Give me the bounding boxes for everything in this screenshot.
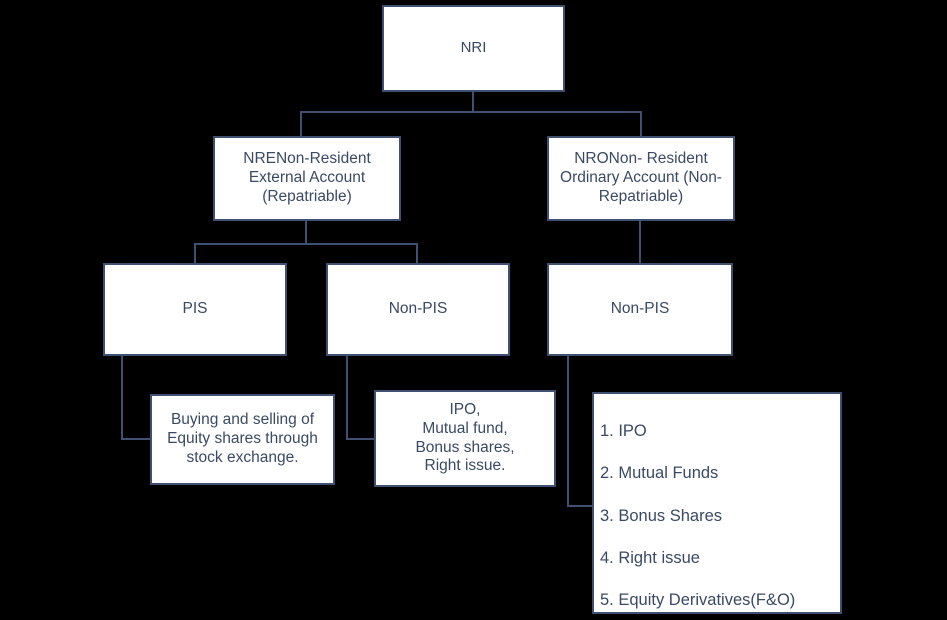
connector-level2-bus: [300, 111, 642, 113]
list-item: 1. IPO: [600, 422, 647, 441]
node-nro-non-pis-label: Non-PIS: [610, 300, 670, 318]
node-nri[interactable]: NRI: [382, 5, 565, 92]
connector-level3-bus: [194, 243, 418, 245]
connector-nre-nonpis-detail-horizontal: [346, 438, 376, 440]
connector-pis-detail-horizontal: [121, 438, 151, 440]
connector-nre-drop: [300, 111, 302, 138]
connector-nonpis-drop: [416, 243, 418, 264]
list-item: 2. Mutual Funds: [600, 464, 719, 483]
connector-nro-nonpis-detail-vertical: [567, 355, 569, 507]
node-nre-non-pis-detail-label: IPO, Mutual fund, Bonus shares, Right is…: [415, 400, 515, 475]
node-nre-pis[interactable]: PIS: [103, 263, 287, 356]
node-nri-label: NRI: [460, 39, 487, 57]
connector-nro-drop: [640, 111, 642, 138]
node-nre-non-pis-detail[interactable]: IPO, Mutual fund, Bonus shares, Right is…: [374, 390, 556, 487]
connector-pis-drop: [194, 243, 196, 264]
node-nro-non-pis-detail-list: 1. IPO 2. Mutual Funds 3. Bonus Shares 4…: [600, 400, 840, 620]
connector-root-stem: [472, 90, 474, 113]
node-nro-label: NRONon- Resident Ordinary Account (Non-R…: [560, 150, 722, 205]
list-item: 5. Equity Derivatives(F&O): [600, 590, 796, 609]
node-nre-pis-detail[interactable]: Buying and selling of Equity shares thro…: [150, 394, 335, 485]
list-item: 4. Right issue: [600, 548, 700, 567]
connector-nre-stem: [305, 219, 307, 244]
node-nre-pis-detail-label: Buying and selling of Equity shares thro…: [167, 411, 318, 466]
node-nro-non-pis[interactable]: Non-PIS: [547, 263, 733, 356]
connector-pis-detail-vertical: [121, 355, 123, 440]
list-item: 3. Bonus Shares: [600, 506, 722, 525]
node-nre-pis-label: PIS: [182, 300, 208, 318]
node-nre[interactable]: NRENon-Resident External Account (Repatr…: [213, 136, 401, 221]
node-nre-non-pis[interactable]: Non-PIS: [326, 263, 510, 356]
node-nro-non-pis-detail[interactable]: 1. IPO 2. Mutual Funds 3. Bonus Shares 4…: [592, 392, 842, 614]
connector-nre-nonpis-detail-vertical: [346, 355, 348, 440]
node-nro[interactable]: NRONon- Resident Ordinary Account (Non-R…: [547, 136, 735, 221]
connector-nro-to-nonpis: [639, 219, 641, 264]
node-nre-label: NRENon-Resident External Account (Repatr…: [243, 150, 371, 205]
connector-nro-nonpis-detail-horizontal: [567, 505, 594, 507]
node-nre-non-pis-label: Non-PIS: [388, 300, 448, 318]
